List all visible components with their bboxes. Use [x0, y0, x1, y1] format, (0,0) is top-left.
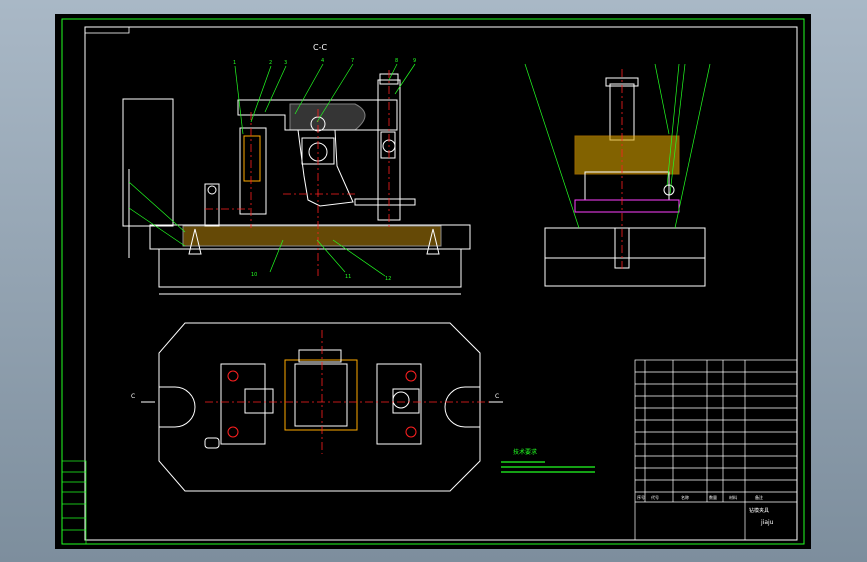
bom-header-cell: 备注	[755, 494, 763, 500]
front-section-view: C-C	[122, 43, 471, 295]
title-block-title: 钻模夹具	[749, 507, 769, 514]
leader-number: 4	[321, 58, 324, 64]
bom-header-cell: 代号	[651, 494, 659, 500]
section-label: C-C	[313, 43, 327, 52]
leader-number: 2	[269, 60, 272, 66]
title-block-code: jiaju	[760, 519, 774, 526]
drawing-canvas: C-C	[55, 14, 811, 549]
leader-number: 3	[284, 60, 287, 66]
bom-header-cell: 数量	[709, 494, 717, 500]
leader-number: 12	[385, 276, 391, 282]
bom-header-cell: 名称	[681, 494, 689, 500]
technical-notes: 技术要求	[501, 448, 595, 473]
plan-centerlines	[205, 330, 495, 454]
left-side-table	[61, 460, 87, 545]
leader-number: 8	[395, 58, 398, 64]
drawing-border	[61, 18, 805, 545]
plan-view	[158, 322, 481, 492]
bom-header: 序号 代号 名称 数量 材料 备注	[637, 494, 763, 500]
leader-number: 9	[413, 58, 416, 64]
leader-number: 11	[345, 274, 351, 280]
notes-heading: 技术要求	[513, 448, 537, 456]
leader-number: 1	[233, 60, 236, 66]
drawing-frame	[84, 26, 798, 541]
front-centerlines	[205, 70, 390, 276]
section-marker-right: C	[495, 393, 499, 400]
cad-drawing: C-C	[61, 18, 805, 545]
leader-number: 10	[251, 272, 257, 278]
front-leaders	[128, 63, 416, 277]
bom-header-cell: 序号	[637, 494, 645, 500]
leader-number: 7	[351, 58, 354, 64]
side-leaders	[524, 63, 711, 229]
corner-code-box	[84, 26, 130, 34]
side-view	[544, 77, 706, 287]
front-leader-numbers: 1 2 3 4 7 8 9 10 11 12	[233, 58, 416, 282]
bom-header-cell: 材料	[729, 494, 737, 500]
title-block	[634, 359, 798, 541]
section-marker-left: C	[131, 393, 135, 400]
